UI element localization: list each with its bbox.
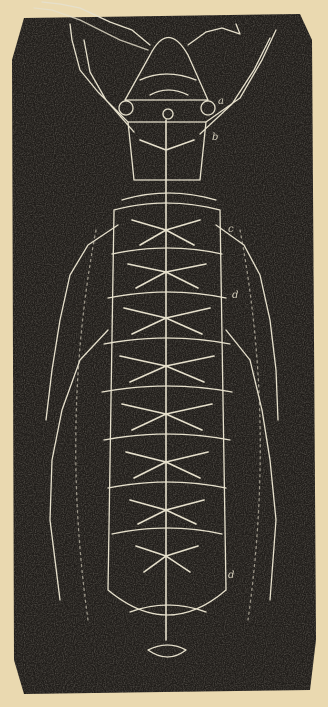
label-b: b — [212, 132, 218, 143]
label-d-upper: d — [232, 290, 238, 301]
label-d-lower: d — [228, 570, 234, 581]
label-c: c — [228, 224, 234, 235]
label-a: a — [218, 96, 224, 107]
